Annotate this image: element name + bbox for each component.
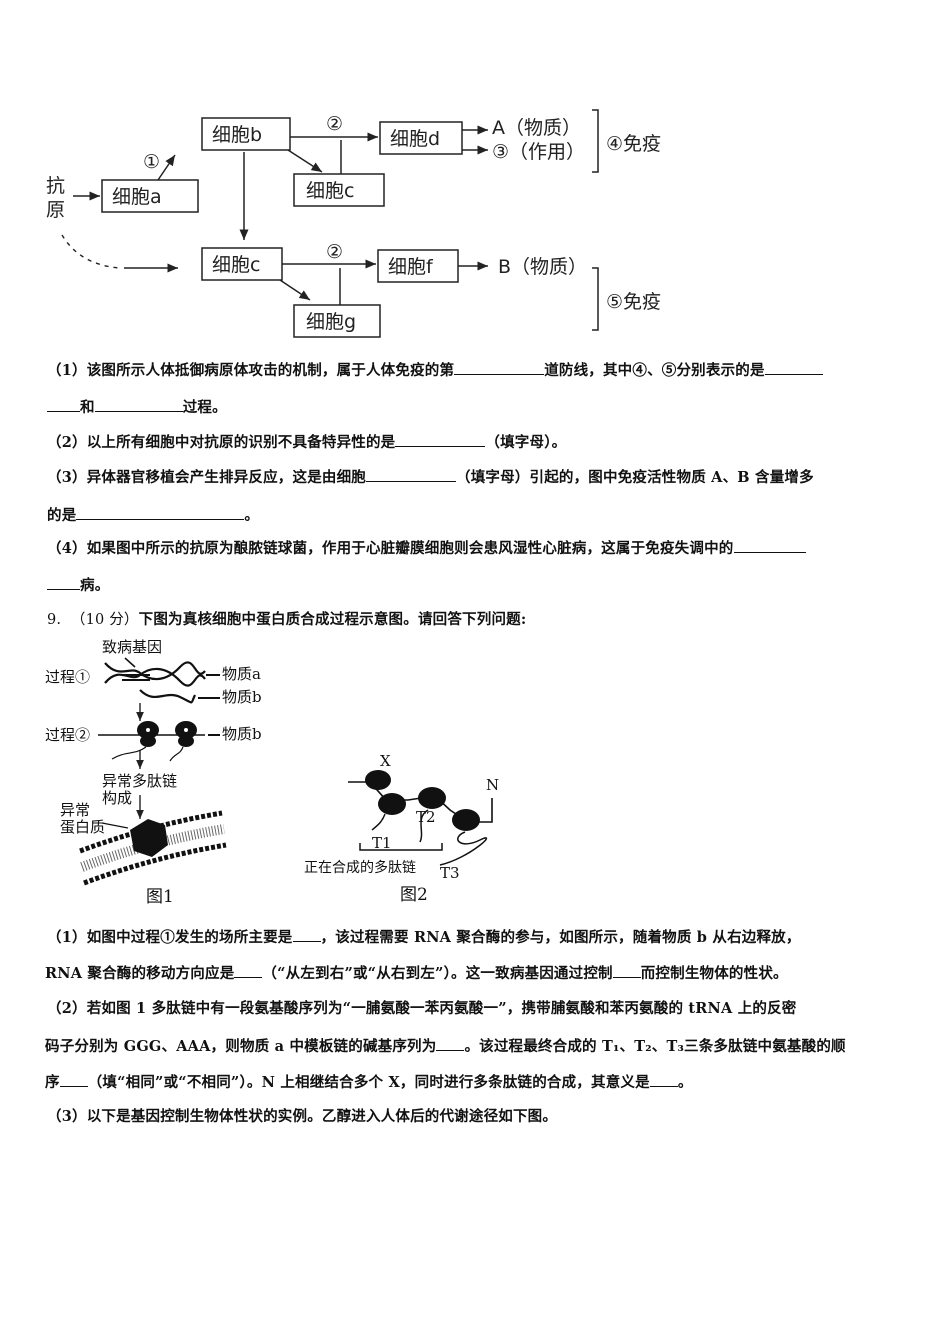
q9-part2-line2: 码子分别为 GGG、AAA，则物质 a 中模板链的碱基序列为 。该过程最终合成的 … bbox=[45, 1036, 846, 1057]
marker-2-upper: ② bbox=[326, 113, 343, 135]
q8-p3-text-b: （填字母）引起的，图中免疫活性物质 A、B 含量增多 bbox=[456, 469, 814, 486]
answer-blank[interactable] bbox=[76, 505, 245, 520]
fig1-substance-b1: 物质b bbox=[222, 688, 262, 706]
q9-s3-text: （3）以下是基因控制生物体性状的实例。乙醇进入人体后的代谢途径如下图。 bbox=[47, 1108, 558, 1125]
immunity-4: ④免疫 bbox=[606, 133, 661, 155]
cell-f-label: 细胞f bbox=[388, 256, 434, 278]
answer-blank[interactable] bbox=[47, 397, 80, 412]
q8-part2: （2）以上所有细胞中对抗原的识别不具备特异性的是 （填字母）。 bbox=[47, 432, 566, 453]
cell-c-upper-label: 细胞c bbox=[306, 180, 354, 202]
q8-part1-line1: （1）该图所示人体抵御病原体攻击的机制，属于人体免疫的第 道防线，其中④、⑤分别表… bbox=[47, 360, 823, 381]
answer-blank[interactable] bbox=[234, 963, 263, 978]
q8-part4-line1: （4）如果图中所示的抗原为酿脓链球菌，作用于心脏瓣膜细胞则会患风湿性心脏病，这属… bbox=[47, 538, 806, 559]
antigen-label-2: 原 bbox=[46, 199, 65, 221]
question-number: 9. bbox=[47, 612, 62, 628]
immune-flowchart: 抗 原 细胞a ① 细胞b ② 细胞c 细胞d A（物质） ③（作用） ④免疫 … bbox=[46, 109, 661, 338]
fig1-substance-b2: 物质b bbox=[222, 725, 262, 743]
output-A: A（物质） bbox=[492, 117, 581, 139]
cell-a-label: 细胞a bbox=[112, 186, 162, 208]
fig1-substance-a: 物质a bbox=[222, 665, 261, 683]
q9-part2-line3: 序 （填“相同”或“不相同”）。N 上相继结合多个 X，同时进行多条肽链的合成，其… bbox=[45, 1072, 693, 1093]
q9-s2-text-c: 。该过程最终合成的 T₁、T₂、T₃三条多肽链中氨基酸的顺 bbox=[464, 1038, 846, 1055]
fig2-x-label: X bbox=[380, 752, 391, 770]
answer-blank[interactable] bbox=[649, 1072, 678, 1087]
q9-part1-line1: （1）如图中过程①发生的场所主要是 ，该过程需要 RNA 聚合酶的参与，如图所示，… bbox=[47, 927, 801, 948]
figure-2-polysome: X N T1 T2 T3 正在合成的多肽链 图2 bbox=[304, 752, 499, 905]
fig1-process2-label: 过程② bbox=[45, 726, 90, 744]
fig2-t3-label: T3 bbox=[440, 864, 460, 882]
q9-s2-text-b: 码子分别为 GGG、AAA，则物质 a 中模板链的碱基序列为 bbox=[45, 1038, 437, 1055]
q9-s1-text-a: （1）如图中过程①发生的场所主要是 bbox=[47, 929, 293, 946]
fig2-n-label: N bbox=[486, 776, 499, 794]
q9-s1-text-b: ，该过程需要 RNA 聚合酶的参与，如图所示，随着物质 b 从右边释放， bbox=[320, 929, 801, 946]
q8-part3-line1: （3）异体器官移植会产生排异反应，这是由细胞 （填字母）引起的，图中免疫活性物质 … bbox=[47, 467, 814, 488]
q8-p3-text-d: 。 bbox=[244, 507, 260, 524]
answer-blank[interactable] bbox=[764, 360, 823, 375]
q8-p4-text-b: 病。 bbox=[80, 577, 110, 594]
output-B: B（物质） bbox=[498, 256, 587, 278]
answer-blank[interactable] bbox=[292, 927, 321, 942]
answer-blank[interactable] bbox=[395, 432, 486, 447]
q8-p3-text-a: （3）异体器官移植会产生排异反应，这是由细胞 bbox=[47, 469, 366, 486]
cell-b-label: 细胞b bbox=[212, 124, 262, 146]
cell-d-label: 细胞d bbox=[390, 128, 440, 150]
q9-part2-line1: （2）若如图 1 多肽链中有一段氨基酸序列为“一脯氨酸一苯丙氨酸一”，携带脯氨酸… bbox=[47, 999, 797, 1019]
q8-p1-text-c: 和 bbox=[80, 399, 95, 416]
q8-p4-text-a: （4）如果图中所示的抗原为酿脓链球菌，作用于心脏瓣膜细胞则会患风湿性心脏病，这属… bbox=[47, 540, 734, 557]
fig2-chain-label: 正在合成的多肽链 bbox=[304, 859, 416, 876]
q9-part1-line2: RNA 聚合酶的移动方向应是 （“从左到右”或“从右到左”）。这一致病基因通过控制… bbox=[45, 963, 788, 984]
q8-p3-text-c: 的是 bbox=[47, 507, 77, 524]
q8-p1-text-b: 道防线，其中④、⑤分别表示的是 bbox=[544, 362, 765, 379]
fig1-abnormal-chain-2: 构成 bbox=[102, 789, 132, 807]
q9-s2-text-f: 。 bbox=[677, 1074, 693, 1091]
q9-s1-text-c: RNA 聚合酶的移动方向应是 bbox=[45, 965, 235, 982]
question-text: 下图为真核细胞中蛋白质合成过程示意图。请回答下列问题: bbox=[138, 611, 527, 628]
q8-part4-line2: 病。 bbox=[47, 575, 109, 596]
q9-header: 9. （10 分）下图为真核细胞中蛋白质合成过程示意图。请回答下列问题: bbox=[47, 610, 526, 630]
fig1-caption: 图1 bbox=[146, 887, 174, 907]
antigen-label-1: 抗 bbox=[46, 175, 65, 197]
fig1-process1-label: 过程① bbox=[45, 668, 90, 686]
q9-s1-text-e: 而控制生物体的性状。 bbox=[640, 965, 788, 982]
cell-g-label: 细胞g bbox=[306, 311, 356, 333]
q8-p2-text-a: （2）以上所有细胞中对抗原的识别不具备特异性的是 bbox=[47, 434, 396, 451]
q9-s2-text-a: （2）若如图 1 多肽链中有一段氨基酸序列为“一脯氨酸一苯丙氨酸一”，携带脯氨酸… bbox=[47, 1000, 797, 1017]
answer-blank[interactable] bbox=[733, 538, 806, 553]
q8-part1-line2: 和 过程。 bbox=[47, 397, 227, 418]
marker-2-lower: ② bbox=[326, 241, 343, 263]
fig2-t2-label: T2 bbox=[416, 808, 436, 826]
q9-s1-text-d: （“从左到右”或“从右到左”）。这一致病基因通过控制 bbox=[262, 965, 613, 982]
answer-blank[interactable] bbox=[59, 1072, 88, 1087]
fig1-abnormal-chain-1: 异常多肽链 bbox=[102, 772, 177, 790]
answer-blank[interactable] bbox=[436, 1036, 465, 1051]
fig1-abnormal-protein-1: 异常 bbox=[60, 801, 90, 819]
immunity-5: ⑤免疫 bbox=[606, 291, 661, 313]
fig1-abnormal-protein-2: 蛋白质 bbox=[60, 818, 105, 836]
q9-s2-text-e: （填“相同”或“不相同”）。N 上相继结合多个 X，同时进行多条肽链的合成，其意… bbox=[87, 1074, 650, 1091]
answer-blank[interactable] bbox=[94, 397, 183, 412]
answer-blank[interactable] bbox=[47, 575, 80, 590]
q8-part3-line2: 的是 。 bbox=[47, 505, 259, 526]
cell-e-label: 细胞c bbox=[212, 254, 260, 276]
q9-s2-text-d: 序 bbox=[45, 1074, 60, 1091]
fig2-caption: 图2 bbox=[400, 885, 428, 905]
figure-1-protein-synthesis: 致病基因 过程① 物质a 物质b 过程② 物质b 异常多肽链 构成 异常 蛋白质… bbox=[45, 638, 262, 907]
q8-p1-text-a: （1）该图所示人体抵御病原体攻击的机制，属于人体免疫的第 bbox=[47, 362, 455, 379]
answer-blank[interactable] bbox=[366, 467, 456, 482]
q8-p1-text-d: 过程。 bbox=[182, 399, 227, 416]
marker-1: ① bbox=[143, 151, 160, 173]
question-score: （10 分） bbox=[70, 612, 139, 628]
fig2-t1-label: T1 bbox=[372, 834, 392, 852]
output-3: ③（作用） bbox=[492, 141, 585, 163]
fig1-gene-label: 致病基因 bbox=[102, 638, 162, 656]
answer-blank[interactable] bbox=[454, 360, 545, 375]
answer-blank[interactable] bbox=[612, 963, 641, 978]
q9-part3: （3）以下是基因控制生物体性状的实例。乙醇进入人体后的代谢途径如下图。 bbox=[47, 1107, 557, 1127]
q8-p2-text-b: （填字母）。 bbox=[485, 434, 567, 451]
